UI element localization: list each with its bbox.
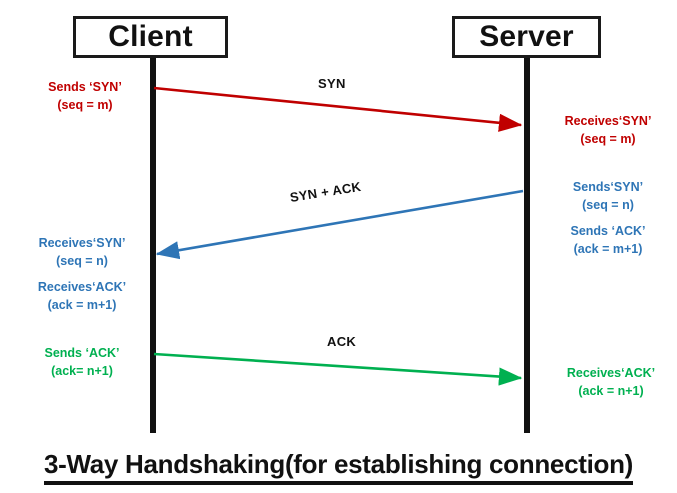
participant-label-server: Server (479, 20, 574, 53)
note-line-2: (ack= n+1) (51, 364, 113, 379)
diagram-caption-text: 3-Way Handshaking(for establishing conne… (43, 449, 633, 485)
note-line-2: (seq = m) (57, 98, 113, 113)
note-line-2: (ack = m+1) (573, 242, 643, 257)
participant-label-client: Client (108, 20, 193, 53)
participant-box-server: Server (452, 16, 601, 58)
note-client-receives-syn: Receives‘SYN’ (seq = n) (18, 234, 146, 270)
note-line-1: Sends ‘SYN’ (48, 80, 122, 94)
lifeline-client (150, 58, 156, 433)
participant-box-client: Client (73, 16, 228, 58)
note-line-1: Receives‘SYN’ (38, 236, 126, 250)
note-line-1: Sends ‘ACK’ (570, 224, 646, 238)
note-line-2: (ack = m+1) (47, 298, 117, 313)
diagram-caption: 3-Way Handshaking(for establishing conne… (0, 449, 677, 485)
note-line-2: (seq = n) (56, 254, 108, 269)
note-line-2: (seq = m) (580, 132, 636, 147)
message-label-ack: ACK (327, 334, 357, 349)
message-arrow-syn (153, 86, 523, 132)
note-server-sends-syn: Sends‘SYN’ (seq = n) (548, 178, 668, 214)
note-line-1: Sends ‘ACK’ (44, 346, 120, 360)
message-arrow-syn-ack (155, 189, 524, 260)
message-arrow-ack (153, 352, 523, 386)
message-label-syn-ack: SYN + ACK (288, 178, 363, 205)
lifeline-server (524, 58, 530, 433)
note-line-1: Sends‘SYN’ (572, 180, 644, 194)
note-line-1: Receives‘ACK’ (37, 280, 127, 294)
note-server-receives-ack: Receives‘ACK’ (ack = n+1) (548, 364, 674, 400)
note-line-1: Receives‘ACK’ (566, 366, 656, 380)
note-server-receives-syn: Receives‘SYN’ (seq = m) (548, 112, 668, 148)
note-server-sends-ack: Sends ‘ACK’ (ack = m+1) (548, 222, 668, 258)
note-line-2: (seq = n) (582, 198, 634, 213)
note-client-sends-ack: Sends ‘ACK’ (ack= n+1) (22, 344, 142, 380)
note-line-1: Receives‘SYN’ (564, 114, 652, 128)
note-client-receives-ack: Receives‘ACK’ (ack = m+1) (18, 278, 146, 314)
note-line-2: (ack = n+1) (578, 384, 644, 399)
note-client-sends-syn: Sends ‘SYN’ (seq = m) (30, 78, 140, 114)
message-label-syn: SYN (318, 76, 346, 91)
